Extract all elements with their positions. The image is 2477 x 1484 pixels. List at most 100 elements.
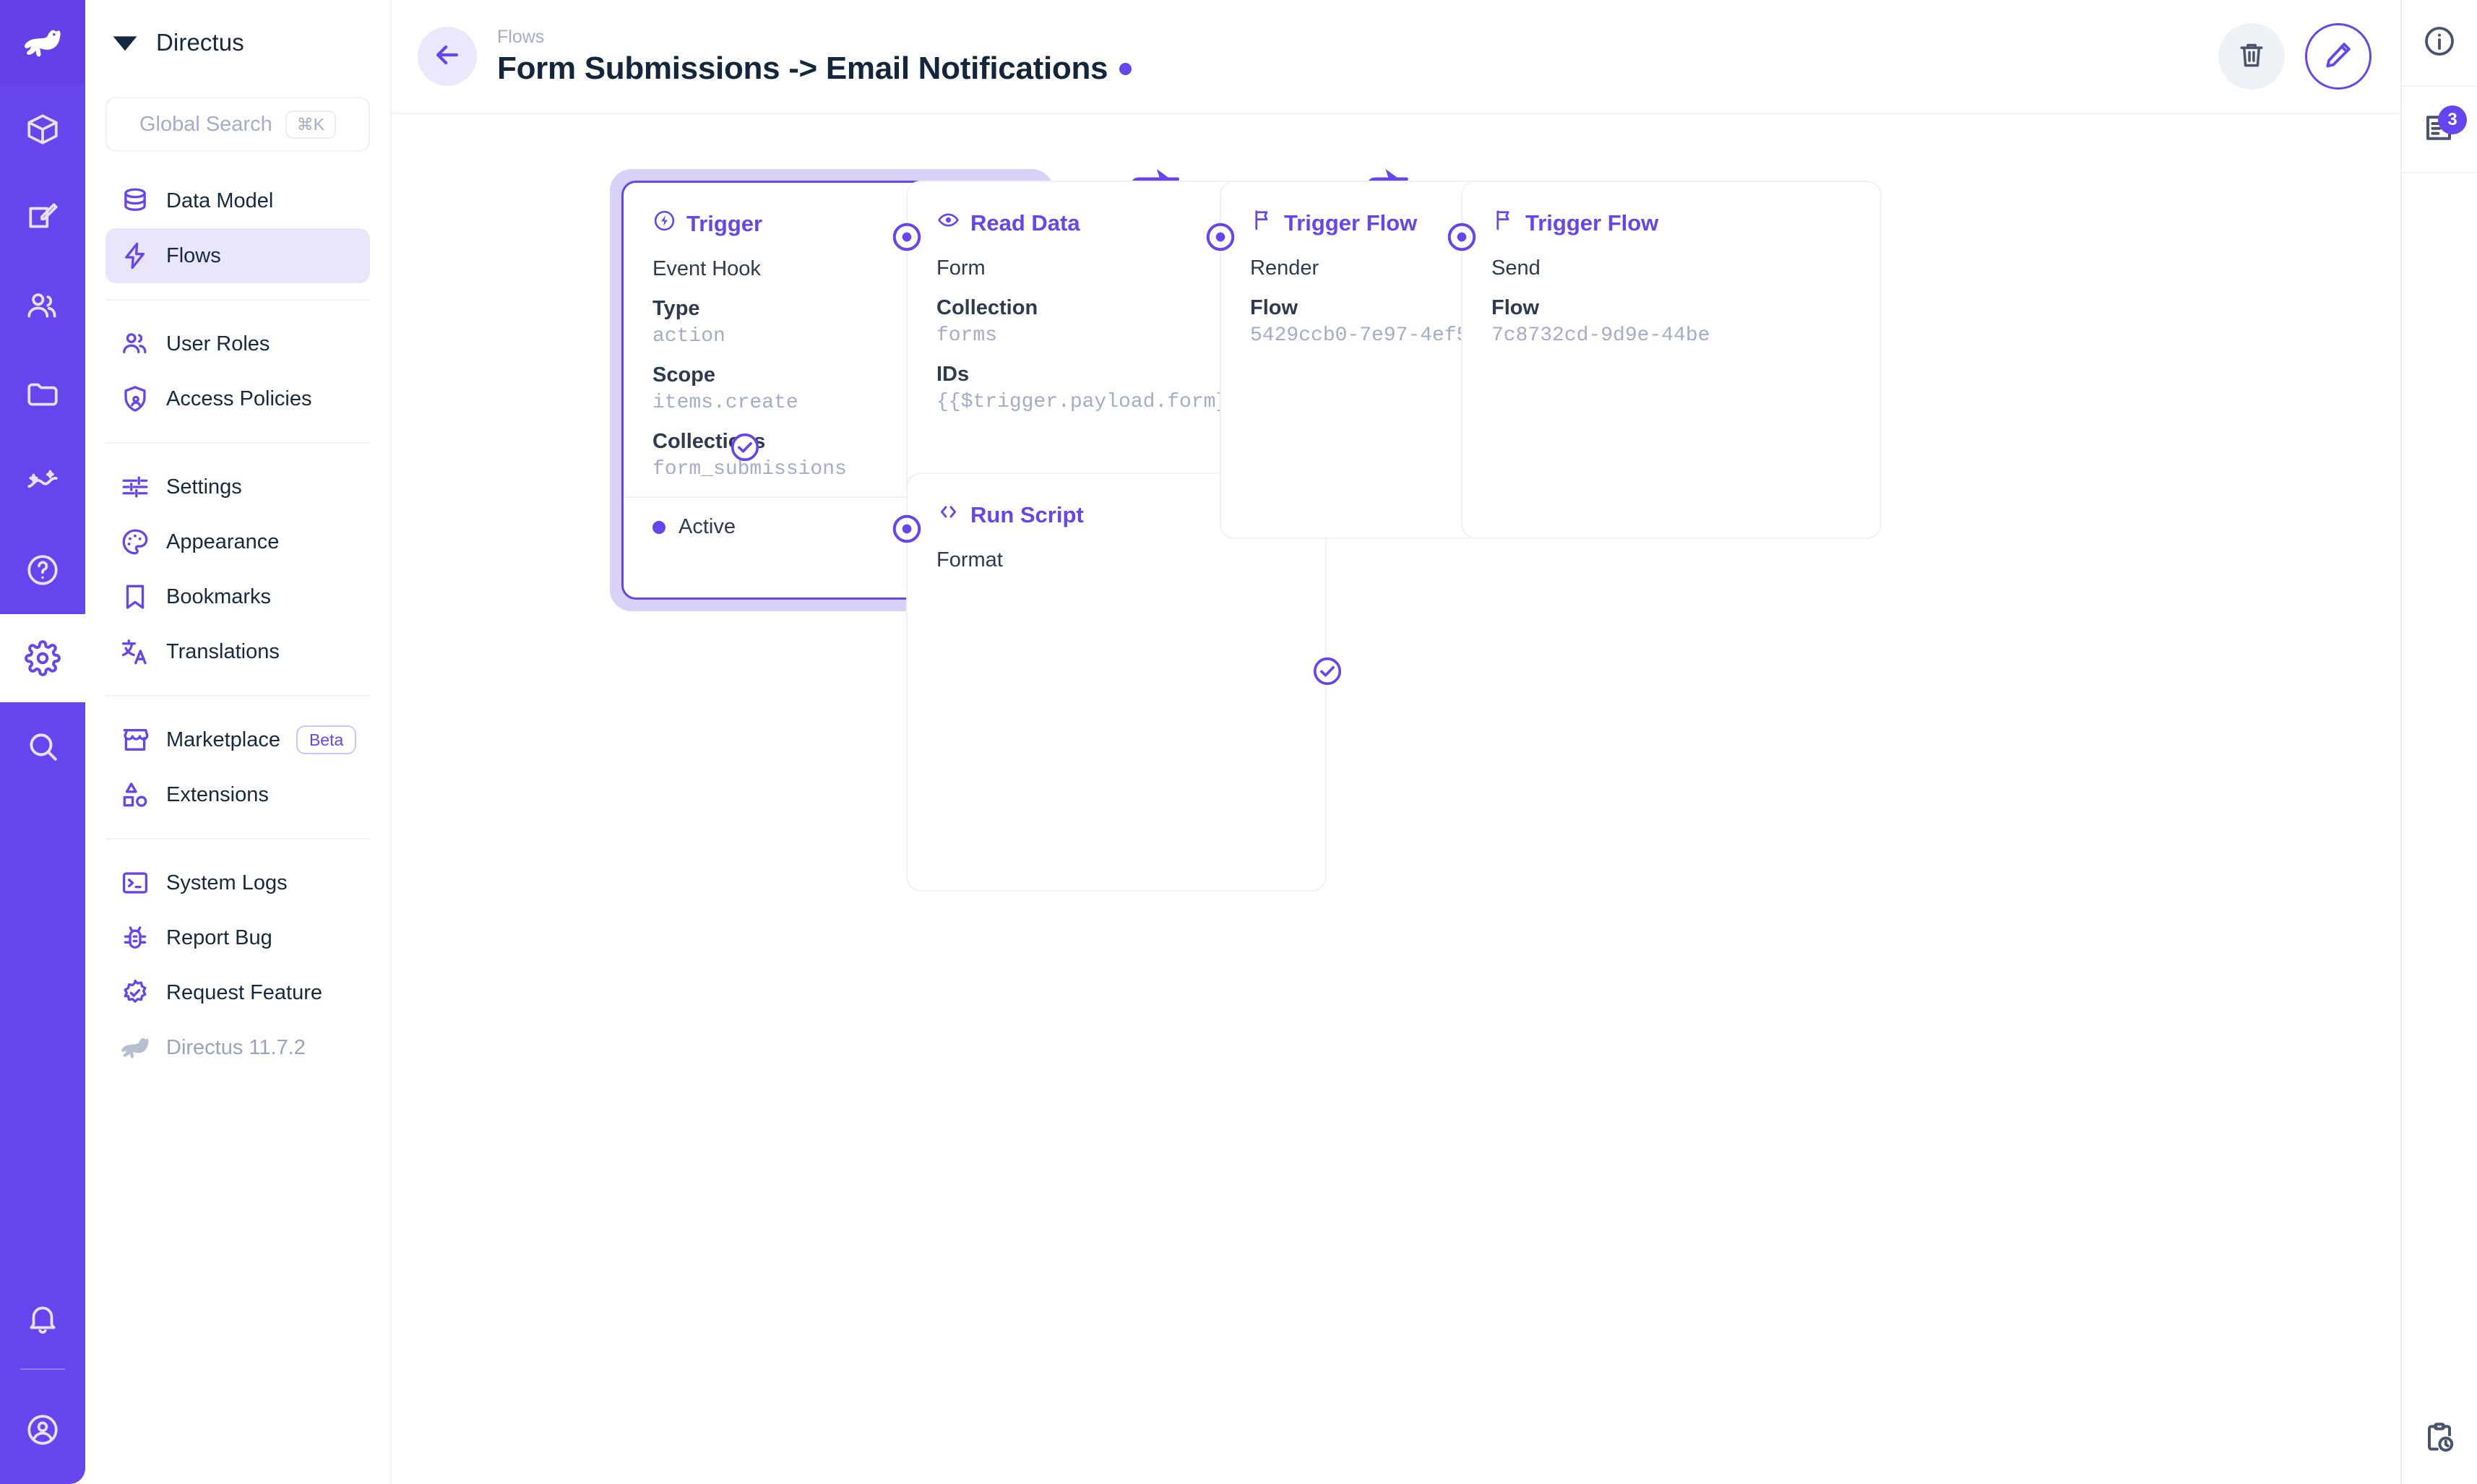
flow-node-trigger-flow-send[interactable]: Trigger Flow Send Flow 7c8732cd-9d9e-44b… bbox=[1461, 181, 1882, 539]
flow-node-trigger[interactable]: Trigger Event Hook Type action Scope ite… bbox=[610, 169, 1054, 611]
user-avatar-button[interactable] bbox=[0, 1376, 85, 1484]
sidebar-item-version: Directus 11.7.2 bbox=[105, 1020, 370, 1075]
terminal-icon bbox=[120, 868, 150, 898]
node-operation-name: Event Hook bbox=[652, 257, 761, 280]
field-key: IDs bbox=[936, 363, 970, 386]
node-type-header: Trigger bbox=[652, 209, 1011, 238]
search-placeholder: Global Search bbox=[139, 112, 272, 136]
edit-flow-button[interactable] bbox=[2305, 23, 2372, 90]
brand-header: Directus bbox=[85, 0, 390, 85]
eye-icon bbox=[936, 208, 960, 238]
search-module[interactable] bbox=[0, 702, 85, 790]
node-operation-name: Form bbox=[936, 256, 986, 280]
module-rail bbox=[0, 0, 85, 1484]
sidebar-item-user-roles[interactable]: User Roles bbox=[105, 316, 370, 371]
sidebar-divider bbox=[105, 299, 370, 301]
sidebar-item-label: Settings bbox=[166, 475, 242, 499]
sidebar-item-translations[interactable]: Translations bbox=[105, 624, 370, 679]
node-operation-name: Format bbox=[936, 548, 1003, 571]
header-actions bbox=[2218, 23, 2372, 90]
arrow-left-icon bbox=[431, 39, 463, 74]
sidebar-divider bbox=[105, 838, 370, 840]
sidebar-item-settings[interactable]: Settings bbox=[105, 460, 370, 514]
node-footer-divider bbox=[624, 496, 1040, 498]
shield-user-icon bbox=[120, 384, 150, 414]
active-status-dot bbox=[652, 520, 665, 534]
insights-module[interactable] bbox=[0, 438, 85, 526]
logs-count-badge: 3 bbox=[2438, 105, 2467, 134]
port-input-trigger-flow-render[interactable] bbox=[1204, 220, 1237, 254]
node-type-label: Trigger Flow bbox=[1284, 210, 1418, 236]
marketplace-beta-badge: Beta bbox=[296, 725, 357, 755]
content-module[interactable] bbox=[0, 85, 85, 173]
node-status: Active bbox=[652, 515, 1011, 539]
port-input-read-data[interactable] bbox=[890, 220, 923, 254]
port-resolve-trigger[interactable] bbox=[728, 431, 762, 464]
sidebar-item-label: Request Feature bbox=[166, 980, 323, 1004]
activity-history-button[interactable] bbox=[2402, 1394, 2477, 1484]
logs-sidebar-button[interactable]: 3 bbox=[2402, 87, 2477, 173]
sidebar-item-label: Appearance bbox=[166, 530, 280, 553]
sidebar-divider bbox=[105, 695, 370, 696]
trash-icon bbox=[2236, 39, 2267, 74]
sidebar-divider bbox=[105, 442, 370, 444]
node-type-label: Trigger Flow bbox=[1525, 210, 1659, 236]
palette-icon bbox=[120, 527, 150, 557]
shapes-icon bbox=[120, 780, 150, 810]
field-key: Scope bbox=[652, 363, 716, 387]
delete-flow-button[interactable] bbox=[2218, 23, 2285, 90]
bookmark-icon bbox=[120, 582, 150, 612]
directus-rabbit-logo[interactable] bbox=[0, 0, 85, 85]
sidebar-group-extend: Marketplace Beta Extensions bbox=[85, 712, 390, 822]
help-module[interactable] bbox=[0, 526, 85, 614]
node-type-header: Trigger Flow bbox=[1491, 208, 1851, 238]
sidebar-item-flows[interactable]: Flows bbox=[105, 228, 370, 283]
main-area: Flows Form Submissions -> Email Notifica… bbox=[392, 0, 2400, 1484]
sidebar-item-appearance[interactable]: Appearance bbox=[105, 514, 370, 569]
sidebar-item-label: Marketplace bbox=[166, 728, 280, 751]
back-button[interactable] bbox=[418, 27, 477, 86]
sidebar-item-extensions[interactable]: Extensions bbox=[105, 767, 370, 822]
notifications-button[interactable] bbox=[0, 1274, 85, 1363]
settings-module[interactable] bbox=[0, 614, 85, 702]
sidebar-item-label: Translations bbox=[166, 639, 280, 663]
breadcrumb[interactable]: Flows bbox=[497, 27, 545, 47]
sidebar-item-access-policies[interactable]: Access Policies bbox=[105, 371, 370, 426]
sidebar-item-label: Report Bug bbox=[166, 926, 272, 949]
field-key: Type bbox=[652, 297, 700, 320]
search-input[interactable]: Global Search ⌘K bbox=[105, 97, 370, 152]
page-header: Flows Form Submissions -> Email Notifica… bbox=[392, 0, 2400, 114]
info-sidebar-button[interactable] bbox=[2402, 0, 2477, 87]
port-input-trigger-flow-send[interactable] bbox=[1445, 220, 1478, 254]
code-icon bbox=[936, 500, 960, 530]
node-type-label: Trigger bbox=[686, 210, 763, 236]
sidebar-item-data-model[interactable]: Data Model bbox=[105, 173, 370, 228]
sidebar-item-bookmarks[interactable]: Bookmarks bbox=[105, 569, 370, 624]
port-input-run-script[interactable] bbox=[890, 512, 923, 545]
field-value: forms bbox=[936, 324, 998, 347]
settings-sidebar: Directus Global Search ⌘K Data Model Flo… bbox=[85, 0, 392, 1484]
flag-icon bbox=[1250, 208, 1274, 238]
bolt-circle-icon bbox=[652, 209, 676, 238]
bolt-icon bbox=[120, 241, 150, 271]
flow-node-run-script[interactable]: Run Script Format bbox=[906, 473, 1327, 892]
sidebar-item-label: Directus 11.7.2 bbox=[166, 1035, 306, 1059]
sidebar-item-system-logs[interactable]: System Logs bbox=[105, 855, 370, 910]
sidebar-item-request-feature[interactable]: Request Feature bbox=[105, 965, 370, 1020]
flow-canvas[interactable]: Trigger Event Hook Type action Scope ite… bbox=[392, 114, 2400, 1484]
files-module[interactable] bbox=[0, 350, 85, 438]
sidebar-item-label: System Logs bbox=[166, 871, 288, 894]
editor-module[interactable] bbox=[0, 173, 85, 262]
rabbit-icon bbox=[120, 1032, 150, 1063]
sidebar-item-label: Bookmarks bbox=[166, 584, 272, 608]
port-resolve-run-script[interactable] bbox=[1311, 655, 1344, 688]
sidebar-item-label: Flows bbox=[166, 243, 221, 267]
users-module[interactable] bbox=[0, 262, 85, 350]
sidebar-item-label: User Roles bbox=[166, 332, 270, 355]
sidebar-item-marketplace[interactable]: Marketplace Beta bbox=[105, 712, 370, 767]
field-value: form_submissions bbox=[652, 458, 847, 480]
sidebar-item-report-bug[interactable]: Report Bug bbox=[105, 910, 370, 965]
node-operation-name: Render bbox=[1250, 256, 1319, 280]
sidebar-item-label: Access Policies bbox=[166, 387, 312, 410]
